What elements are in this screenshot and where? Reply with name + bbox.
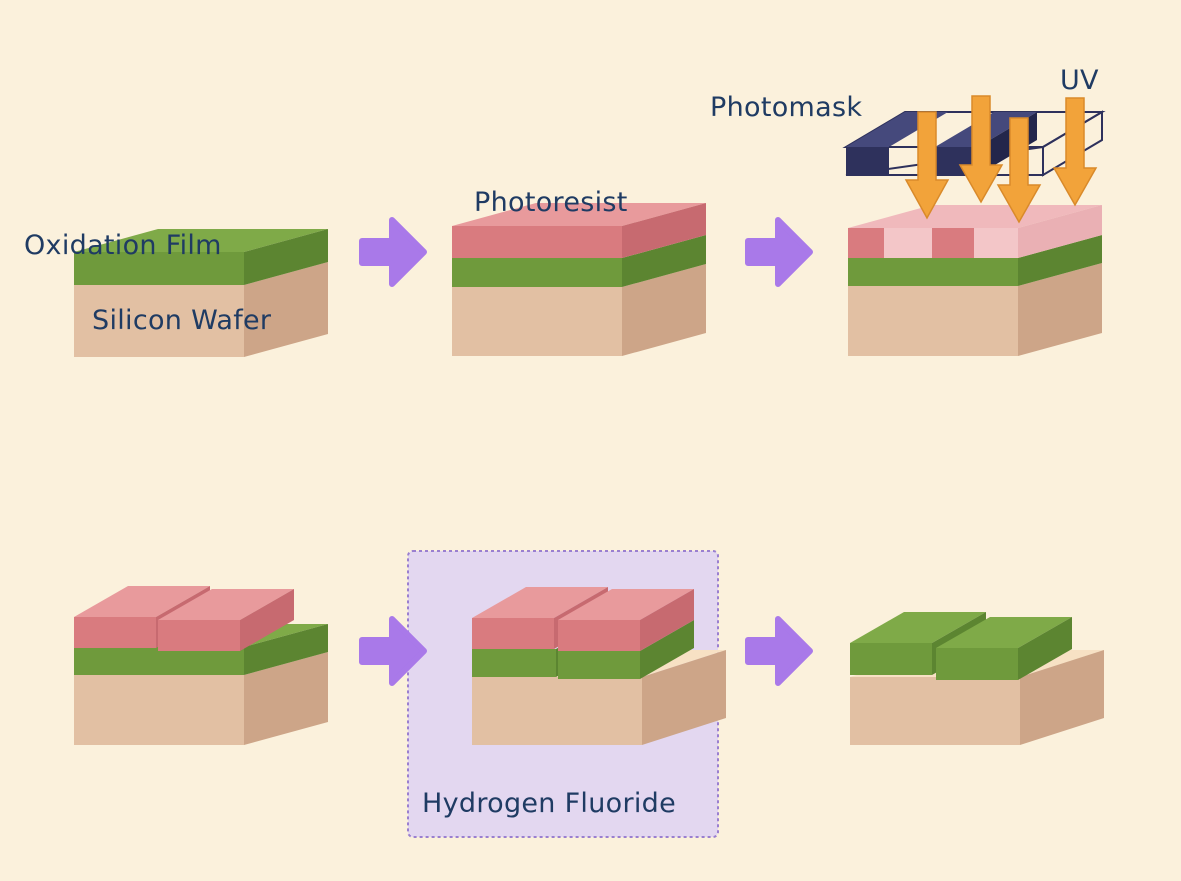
step-development-block [74,586,328,745]
oxidation-film-layer [452,235,706,287]
silicon-wafer-layer [452,264,706,356]
process-arrow-1 [359,217,427,287]
step-exposure-block [848,205,1102,356]
photoresist-strip-2 [558,589,694,651]
silicon-wafer-layer [848,263,1102,356]
process-arrow-4 [745,616,813,686]
uv-arrow-1 [904,111,950,220]
label-photomask: Photomask [710,92,863,123]
step-etch-block [472,587,726,745]
oxidation-film-layer [848,235,1102,286]
oxidation-strip-2 [936,617,1072,680]
oxidation-film-layer [74,229,328,285]
label-hydrogen-fluoride: Hydrogen Fluoride [422,788,677,819]
uv-arrow-3 [996,117,1042,224]
silicon-wafer-layer [74,262,328,357]
label-uv: UV [1060,65,1099,96]
label-oxidation-film: Oxidation Film [24,230,222,261]
process-arrow-3 [359,616,427,686]
uv-light-arrows [904,95,1098,224]
uv-arrow-4 [1052,97,1098,207]
photoresist-layer [452,203,706,258]
step-oxidation-block [74,229,328,357]
silicon-wafer-layer [74,652,328,745]
exposed-photoresist-layer [848,205,1102,258]
uv-arrow-2 [958,95,1004,204]
label-photoresist: Photoresist [474,187,628,218]
oxidation-strip-2 [558,620,694,679]
photoresist-strip-2 [158,589,294,651]
label-silicon-wafer: Silicon Wafer [92,305,272,336]
process-arrow-2 [745,217,813,287]
step-photoresist-block [452,203,706,356]
step-final-block [850,612,1104,745]
